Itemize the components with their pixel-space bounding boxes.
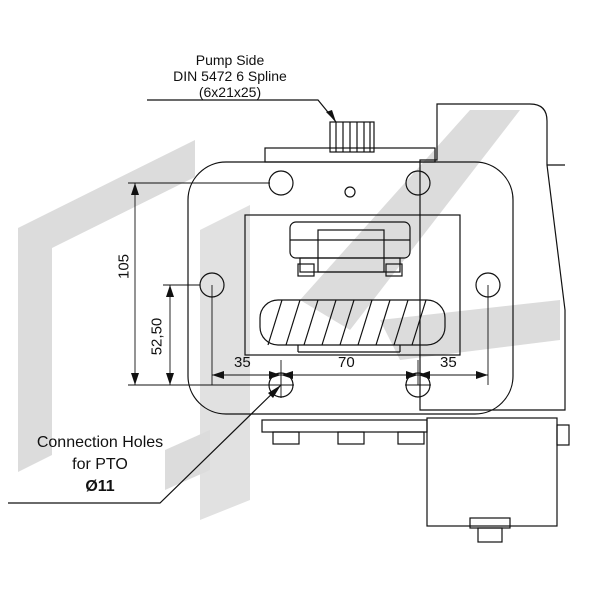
connection-leader [8, 384, 282, 504]
connection-line2: for PTO [72, 456, 128, 473]
pump-side-line2: DIN 5472 6 Spline [173, 68, 287, 84]
hole-top-left [268, 170, 294, 196]
dim-left-offset: 35 [234, 354, 251, 371]
arrowheads [131, 110, 488, 398]
connection-diameter: Ø11 [85, 478, 115, 495]
dim-center-span: 70 [338, 354, 355, 371]
oil-hole [344, 186, 356, 198]
pump-side-label: Pump Side DIN 5472 6 Spline (6x21x25) [150, 52, 310, 100]
bottom-bolts [272, 431, 425, 445]
pump-side-line1: Pump Side [195, 52, 265, 68]
connection-line1: Connection Holes [36, 434, 164, 451]
clutch-assembly [289, 221, 411, 277]
housing-right-body [419, 103, 566, 411]
lower-box [426, 417, 558, 527]
pump-side-line3: (6x21x25) [198, 84, 262, 100]
bottom-rail [261, 419, 428, 433]
inner-window [244, 214, 461, 356]
connection-holes-label: Connection Holes for PTO Ø11 [10, 432, 190, 498]
helical-gear [259, 299, 446, 353]
dim-right-offset: 35 [440, 354, 457, 371]
drain-plug [477, 527, 503, 543]
hole-top-right [405, 170, 431, 196]
pump-side-leader [147, 99, 337, 123]
dim-height-outer: 105 [115, 253, 133, 280]
dim-height-inner: 52,50 [148, 317, 166, 356]
flange-plate [187, 161, 514, 415]
dimension-lines [128, 182, 489, 398]
side-fitting [556, 424, 570, 446]
spline-shaft [329, 121, 375, 153]
